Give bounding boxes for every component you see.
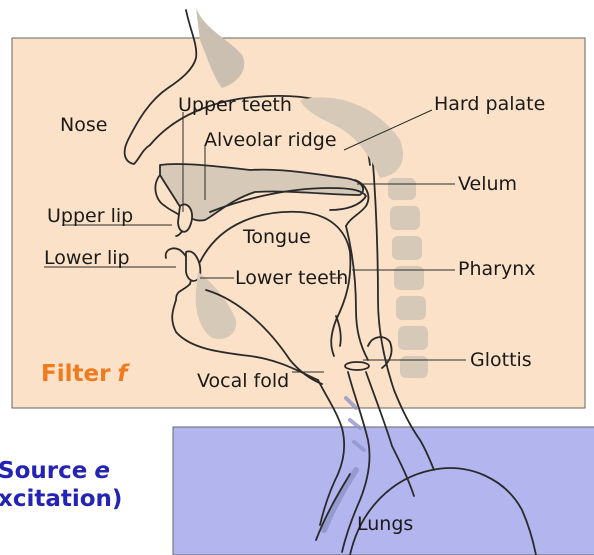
source-label-symbol: e	[94, 458, 110, 484]
excitation-label: xcitation)	[0, 486, 122, 512]
lower-teeth-label: Lower teeth	[235, 267, 348, 289]
lower-lip-label: Lower lip	[44, 247, 130, 269]
filter-label-word: Filter	[41, 361, 111, 387]
upper-lip-label: Upper lip	[47, 205, 133, 227]
tongue-label: Tongue	[242, 226, 311, 248]
alveolar-ridge-label: Alveolar ridge	[204, 129, 337, 151]
upper-teeth-shape	[178, 204, 192, 231]
source-label-word: Source	[0, 458, 87, 484]
vocal-fold-label: Vocal fold	[197, 370, 289, 392]
glottis-shape	[345, 362, 369, 370]
lungs-label: Lungs	[357, 513, 413, 535]
hard-palate-label: Hard palate	[434, 93, 545, 115]
upper-teeth-label: Upper teeth	[178, 94, 292, 116]
pharynx-label: Pharynx	[458, 258, 535, 280]
nose-label: Nose	[60, 114, 107, 136]
glottis-label: Glottis	[470, 349, 532, 371]
velum-label: Velum	[458, 173, 517, 195]
